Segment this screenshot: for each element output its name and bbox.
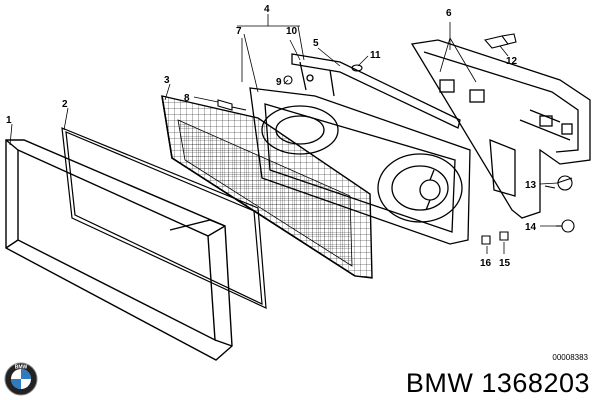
callout-12: 12: [506, 56, 518, 67]
bulb-14: [561, 219, 575, 233]
reflector-housing-part: [249, 87, 471, 245]
callout-4: 4: [264, 4, 270, 15]
nut-11: [351, 64, 363, 72]
callout-3: 3: [164, 75, 170, 86]
callout-7: 7: [236, 26, 242, 37]
callout-10: 10: [286, 26, 298, 37]
rear-housing-part: [410, 39, 591, 219]
callout-15: 15: [499, 258, 511, 269]
screw-8: [217, 99, 233, 111]
socket-15: [499, 231, 509, 241]
bmw-roundel-icon: BMW: [4, 362, 38, 396]
logo-lettering: BMW: [15, 365, 28, 371]
lens-part: [161, 95, 373, 279]
callout-1: 1: [6, 115, 12, 126]
upper-bracket-part: [291, 53, 461, 129]
leader-lines: [9, 14, 562, 254]
callout-9: 9: [276, 77, 282, 88]
connector-12: [483, 35, 509, 49]
part-title: BMW 1368203: [405, 368, 590, 398]
callout-8: 8: [184, 93, 190, 104]
document-number: 00008383: [552, 353, 588, 362]
bulb-13: [557, 175, 573, 191]
callout-labels: 1 2 3 4 5 6 7 8 9 10 11 12 13 14 15 16: [6, 4, 537, 269]
callout-6: 6: [446, 8, 452, 19]
callout-14: 14: [525, 222, 537, 233]
clip-9: [283, 75, 293, 85]
callout-16: 16: [480, 258, 492, 269]
trim-frame-part: [5, 139, 233, 361]
callout-11: 11: [370, 50, 381, 61]
callout-13: 13: [525, 180, 537, 191]
callout-2: 2: [62, 99, 68, 110]
socket-16: [481, 235, 491, 245]
callout-5: 5: [313, 38, 319, 49]
gasket-part: [61, 127, 267, 309]
